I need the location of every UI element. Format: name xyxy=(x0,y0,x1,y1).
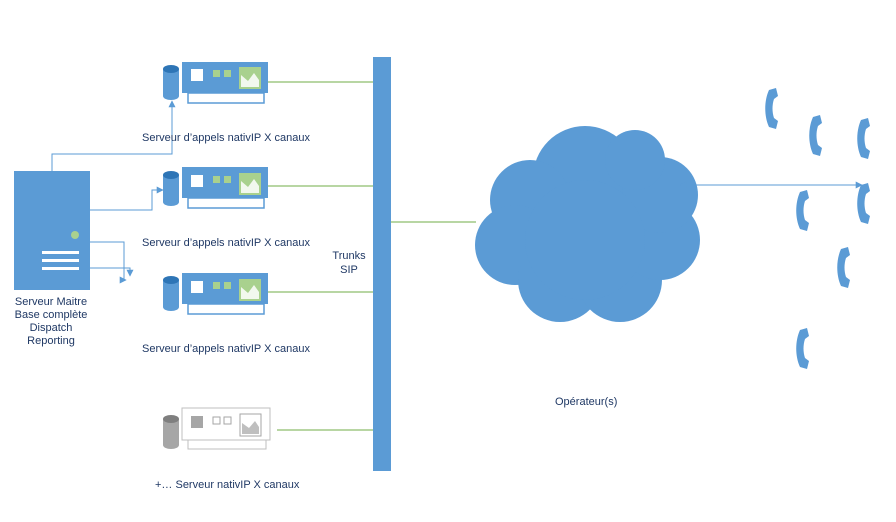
master-connectors xyxy=(51,100,176,284)
cloud-icon xyxy=(475,126,700,322)
phone-handset-icon xyxy=(809,115,822,156)
trunks-label-line-1: Trunks xyxy=(332,250,366,262)
master-label-line-1: Serveur Maitre xyxy=(14,296,88,308)
master-label-line-2: Base complète xyxy=(14,309,88,321)
sip-links xyxy=(268,81,476,431)
phone-handset-icon xyxy=(765,88,778,129)
call-server-1-label: Serveur d’appels nativIP X canaux xyxy=(142,132,310,144)
master-server-label: Serveur Maitre Base complète Dispatch Re… xyxy=(6,296,96,348)
database-icon xyxy=(163,415,179,449)
database-icon xyxy=(163,171,179,206)
sip-trunk-bar xyxy=(373,57,391,471)
master-label-line-3: Dispatch xyxy=(29,322,73,334)
appliance-icon xyxy=(182,167,268,209)
extra-server-label: +… Serveur nativIP X canaux xyxy=(155,479,300,491)
call-server-1-icon xyxy=(163,62,268,104)
phone-handset-icon xyxy=(796,328,809,369)
call-server-3-icon xyxy=(163,273,268,315)
appliance-icon xyxy=(182,62,268,104)
phone-handset-icon xyxy=(837,247,850,288)
operator-label: Opérateur(s) xyxy=(555,396,618,408)
phone-handset-icon xyxy=(857,183,870,224)
call-server-2-icon xyxy=(163,167,268,209)
extra-server-icon xyxy=(163,407,271,450)
database-icon xyxy=(163,65,179,100)
appliance-icon xyxy=(182,273,268,315)
call-server-3-label: Serveur d’appels nativIP X canaux xyxy=(142,343,310,355)
database-icon xyxy=(163,276,179,311)
trunks-sip-label: Trunks SIP xyxy=(326,249,372,277)
appliance-icon xyxy=(181,407,271,450)
master-label-line-4: Reporting xyxy=(27,335,75,347)
phone-handset-icon xyxy=(796,190,809,231)
trunks-label-line-2: SIP xyxy=(340,264,358,276)
phone-handsets xyxy=(765,88,870,369)
phone-handset-icon xyxy=(857,118,870,159)
call-server-2-label: Serveur d’appels nativIP X canaux xyxy=(142,237,310,249)
master-server-icon xyxy=(14,171,90,290)
